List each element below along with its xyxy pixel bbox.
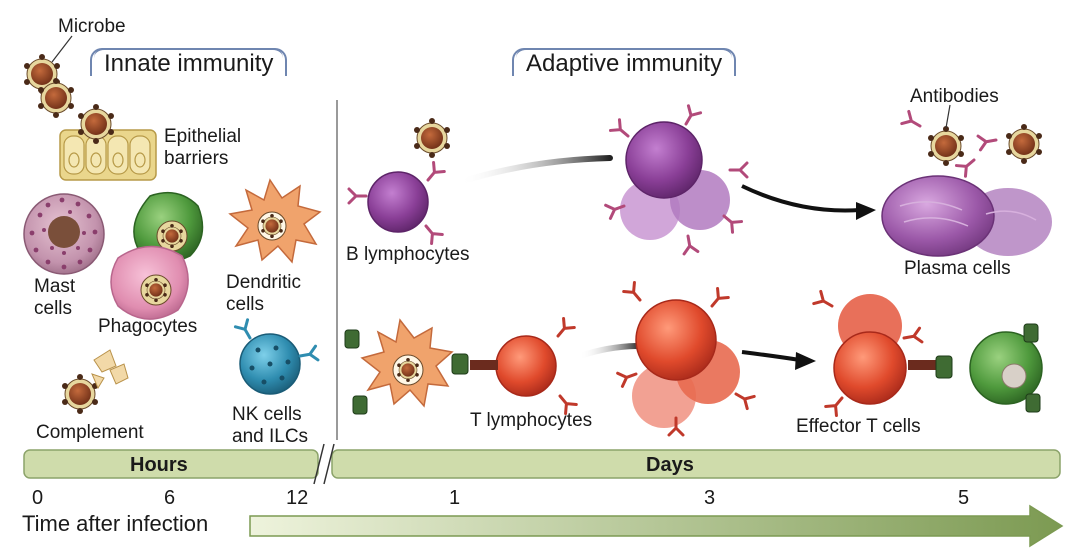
phagocytes-label: Phagocytes (98, 316, 198, 337)
b-cell-cluster-icon (604, 104, 749, 256)
target-cell-icon (935, 323, 1043, 413)
time-arrow (249, 504, 1064, 548)
differentiation-arrow-t (741, 350, 801, 362)
plasma-cells-label: Plasma cells (904, 258, 1011, 279)
tick-3-days: 3 (704, 487, 716, 509)
complement-label: Complement (36, 422, 144, 443)
dendritic-cell-icon (228, 178, 322, 264)
tick-5-days: 5 (958, 487, 970, 509)
tick-6-hours: 6 (164, 487, 176, 509)
t-proliferation-arrow (577, 343, 643, 359)
antibodies-icon (900, 109, 1043, 178)
microbe-label: Microbe (58, 16, 126, 37)
nk-cells-label: NK cells and ILCs (232, 404, 309, 447)
effector-t-cell-icon (812, 289, 938, 418)
microbe-pointer (51, 35, 73, 63)
mast-cells-label: Mast cells (34, 276, 76, 319)
tick-1-day: 1 (449, 487, 461, 509)
hours-label: Hours (130, 454, 188, 476)
innate-immunity-title: Innate immunity (89, 48, 288, 78)
hours-bar (23, 449, 319, 479)
b-lymphocyte-icon (347, 117, 451, 246)
epithelial-barriers-label: Epithelial barriers (164, 126, 242, 169)
complement-icon (61, 349, 129, 415)
epithelial-barrier-icon (59, 103, 157, 181)
dendritic-cells-label: Dendritic cells (226, 272, 301, 315)
adaptive-immunity-title: Adaptive immunity (511, 48, 737, 78)
t-lymphocyte-icon (470, 316, 578, 416)
b-proliferation-arrow (457, 155, 613, 185)
phagocyte-icon (110, 191, 204, 320)
differentiation-arrow-b (741, 184, 861, 213)
tick-12-hours: 12 (286, 487, 309, 509)
tick-0-hours: 0 (32, 487, 44, 509)
effector-t-cells-label: Effector T cells (796, 416, 921, 437)
microbe-group (23, 53, 75, 119)
t-lymphocytes-label: T lymphocytes (470, 410, 593, 431)
nk-cell-icon (233, 318, 320, 395)
b-lymphocytes-label: B lymphocytes (346, 244, 470, 265)
plasma-cell-icon (881, 175, 1052, 257)
time-after-infection-label: Time after infection (22, 511, 209, 536)
t-cell-cluster-icon (616, 280, 756, 437)
antigen-presenting-cell-icon (344, 318, 469, 415)
antibodies-label: Antibodies (910, 86, 999, 107)
days-label: Days (646, 454, 694, 476)
mast-cell-icon (23, 193, 105, 275)
days-bar (331, 449, 1061, 479)
